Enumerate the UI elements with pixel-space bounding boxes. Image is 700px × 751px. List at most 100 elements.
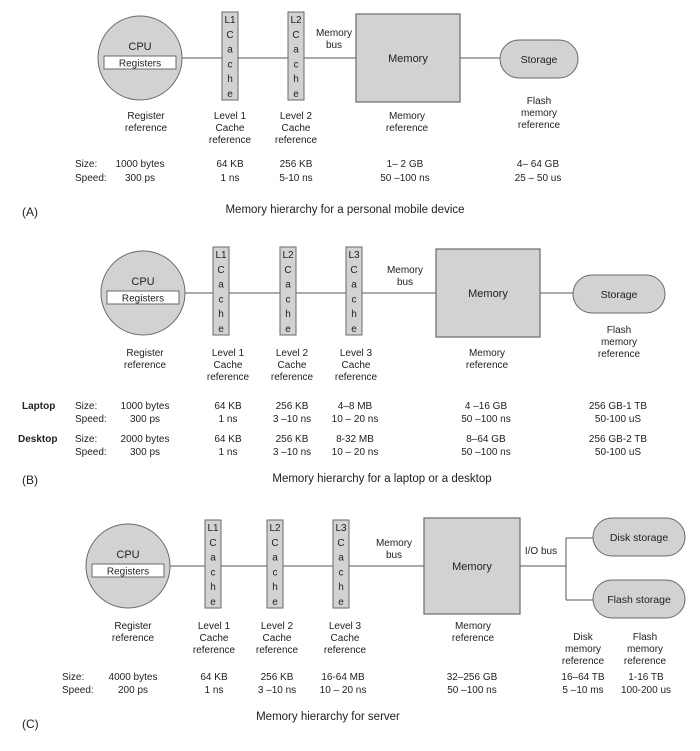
register-reference-label: Register bbox=[127, 111, 165, 122]
l3-cache-letter: c bbox=[339, 567, 344, 578]
speed-value: 50 –100 ns bbox=[380, 173, 430, 184]
laptop-size-value: 64 KB bbox=[214, 401, 242, 412]
l2-cache-letter: a bbox=[293, 45, 299, 56]
desktop-size-value: 8–64 GB bbox=[466, 434, 506, 445]
flash-storage-pill bbox=[592, 579, 686, 619]
l3-cache-letter: e bbox=[351, 324, 357, 335]
desktop-speed-value: 50 –100 ns bbox=[461, 447, 511, 458]
laptop-speed-value: 1 ns bbox=[219, 414, 238, 425]
l2-cache-letter: a bbox=[272, 553, 278, 564]
desktop-speed-value: 300 ps bbox=[130, 447, 160, 458]
register-reference-label: reference bbox=[125, 123, 168, 134]
memory-bus-label: bus bbox=[386, 550, 402, 561]
memory-label: Memory bbox=[468, 288, 508, 300]
l2-cache-letter: h bbox=[285, 309, 291, 320]
l3-cache bbox=[345, 246, 363, 336]
l2-cache-letter: e bbox=[272, 597, 278, 608]
l3-cache-letter: L3 bbox=[335, 523, 347, 534]
speed-value: 200 ps bbox=[118, 685, 148, 696]
registers-box bbox=[91, 563, 165, 578]
size-value: 16–64 TB bbox=[561, 672, 605, 683]
level3-reference-label: reference bbox=[324, 645, 367, 656]
l1-cache bbox=[204, 519, 222, 609]
speed-value: 3 –10 ns bbox=[258, 685, 296, 696]
memory-reference-label: reference bbox=[386, 123, 429, 134]
flash-reference-label: memory bbox=[627, 644, 663, 655]
speed-label: Speed: bbox=[62, 685, 94, 696]
size-value: 4000 bytes bbox=[109, 672, 158, 683]
disk-storage-pill-label: Disk storage bbox=[610, 532, 669, 544]
l2-cache-letter: a bbox=[285, 280, 291, 291]
level2-reference-label: Level 2 bbox=[276, 348, 309, 359]
memory-reference-label: Memory bbox=[455, 621, 491, 632]
l2-cache-letter: L2 bbox=[290, 15, 302, 26]
panel-tag: (C) bbox=[22, 717, 39, 731]
l2-cache-letter: h bbox=[293, 74, 299, 85]
size-value: 64 KB bbox=[200, 672, 228, 683]
l1-cache-letter: L1 bbox=[215, 250, 227, 261]
memory-reference-label: reference bbox=[466, 360, 509, 371]
panel-tag: (B) bbox=[22, 473, 38, 487]
l2-cache-letter: C bbox=[271, 538, 278, 549]
l1-cache-letter: a bbox=[227, 45, 233, 56]
flash-storage-pill-label: Flash storage bbox=[607, 594, 671, 606]
l3-cache-letter: C bbox=[337, 538, 344, 549]
size-label: Size: bbox=[75, 401, 97, 412]
storage-reference-label: Flash bbox=[607, 325, 631, 336]
level2-reference-label: Cache bbox=[263, 633, 292, 644]
memory-box bbox=[435, 248, 541, 338]
l1-cache-letter: h bbox=[218, 309, 224, 320]
size-value: 1– 2 GB bbox=[387, 159, 424, 170]
memory-bus-label: Memory bbox=[316, 28, 352, 39]
storage-reference-label: memory bbox=[521, 108, 557, 119]
l1-cache-letter: h bbox=[227, 74, 233, 85]
l3-cache-letter: a bbox=[338, 553, 344, 564]
cpu-label: CPU bbox=[131, 276, 154, 288]
l1-cache-letter: L1 bbox=[207, 523, 219, 534]
level2-reference-label: Level 2 bbox=[261, 621, 294, 632]
memory-box bbox=[355, 13, 461, 103]
speed-value: 50 –100 ns bbox=[447, 685, 497, 696]
memory-label: Memory bbox=[452, 561, 492, 573]
laptop-size-value: 4 –16 GB bbox=[465, 401, 508, 412]
l1-cache bbox=[212, 246, 230, 336]
l2-cache-letter: c bbox=[294, 59, 299, 70]
l1-cache-letter: e bbox=[218, 324, 224, 335]
laptop-size-value: 4–8 MB bbox=[338, 401, 373, 412]
l3-cache-letter: e bbox=[338, 597, 344, 608]
l3-cache-letter: c bbox=[352, 294, 357, 305]
l2-cache bbox=[279, 246, 297, 336]
level1-reference-label: Level 1 bbox=[198, 621, 231, 632]
speed-value: 25 – 50 us bbox=[515, 173, 562, 184]
size-label: Size: bbox=[62, 672, 84, 683]
laptop-size-value: 1000 bytes bbox=[121, 401, 170, 412]
level1-reference-label: Level 1 bbox=[214, 111, 247, 122]
register-reference-label: reference bbox=[124, 360, 167, 371]
size-value: 256 KB bbox=[261, 672, 294, 683]
l2-cache-letter: c bbox=[273, 567, 278, 578]
storage-reference-label: Flash bbox=[527, 96, 551, 107]
registers-label: Registers bbox=[107, 567, 149, 578]
l2-cache bbox=[287, 11, 305, 101]
speed-value: 10 – 20 ns bbox=[320, 685, 367, 696]
laptop-speed-value: 50-100 uS bbox=[595, 414, 641, 425]
registers-label: Registers bbox=[119, 59, 161, 70]
panel-tag: (A) bbox=[22, 205, 38, 219]
flash-reference-label: reference bbox=[624, 656, 667, 667]
l3-cache-letter: C bbox=[350, 265, 357, 276]
l1-cache-letter: C bbox=[217, 265, 224, 276]
level1-reference-label: reference bbox=[207, 372, 250, 383]
speed-label: Speed: bbox=[75, 447, 107, 458]
speed-label: Speed: bbox=[75, 173, 107, 184]
flash-reference-label: Flash bbox=[633, 632, 657, 643]
desktop-size-value: 8-32 MB bbox=[336, 434, 374, 445]
storage-reference-label: memory bbox=[601, 337, 637, 348]
speed-value: 5 –10 ms bbox=[562, 685, 603, 696]
memory-bus-label: Memory bbox=[376, 538, 412, 549]
storage-pill bbox=[572, 274, 666, 314]
l3-cache-letter: h bbox=[351, 309, 357, 320]
l1-cache-letter: L1 bbox=[224, 15, 236, 26]
l1-cache-letter: c bbox=[211, 567, 216, 578]
l2-cache-letter: c bbox=[286, 294, 291, 305]
